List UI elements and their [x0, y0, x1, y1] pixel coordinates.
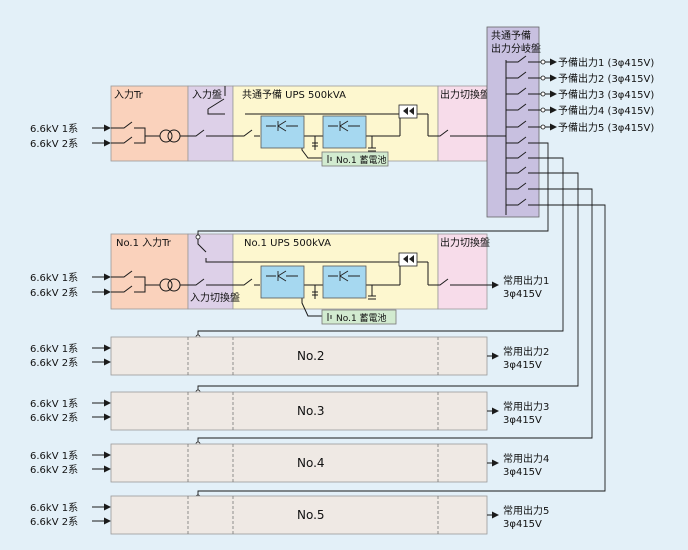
spare-output-label-5: 予備出力5 (3φ415V) — [558, 121, 654, 134]
unit-name-2: No.2 — [297, 349, 325, 363]
spare-feeder-2-label: 6.6kV 2系 — [30, 138, 78, 150]
unit-5: No.5 6.6kV 1系 6.6kV 2系 常用出力5 3φ415V — [30, 495, 549, 535]
unit-feeder-2-label: 6.6kV 2系 — [30, 412, 78, 424]
unit-4: No.4 6.6kV 1系 6.6kV 2系 常用出力4 3φ415V — [30, 443, 549, 483]
unit-ups-boxes: No.2 6.6kV 1系 6.6kV 2系 常用出力2 3φ415V No.3 6.6kV… — [30, 336, 549, 535]
no1-output-line1: 常用出力1 — [503, 274, 549, 287]
no1-input-tr-box — [110, 233, 189, 310]
no1-input-switch-box — [187, 233, 234, 310]
unit-output-line2: 3φ415V — [503, 415, 542, 426]
unit-feed-line-2 — [197, 151, 564, 337]
unit-feeder-1-label: 6.6kV 1系 — [30, 502, 78, 514]
unit-name-5: No.5 — [297, 508, 325, 522]
spare-feeder-1-label: 6.6kV 1系 — [30, 123, 78, 135]
no1-inverter-icon — [322, 265, 367, 299]
spare-distribution-board — [486, 26, 540, 218]
unit-feed-line-3 — [197, 166, 579, 392]
unit-2: No.2 6.6kV 1系 6.6kV 2系 常用出力2 3φ415V — [30, 336, 549, 376]
spare-input-tr-box — [110, 85, 189, 162]
spare-dist-label-2: 出力分岐盤 — [491, 42, 541, 55]
spare-output-label-1: 予備出力1 (3φ415V) — [558, 56, 654, 69]
spare-ups-system: 入力Tr 入力盤 共通予備 UPS 500kVA 出力切換盤 6.6kV 1系 … — [30, 26, 541, 218]
no1-ups-system: No.1 入力Tr No.1 UPS 500kVA 出力切換盤 入力切換盤 6.… — [30, 233, 549, 325]
unit-feeder-1-label: 6.6kV 1系 — [30, 343, 78, 355]
unit-output-line1: 常用出力3 — [503, 400, 549, 413]
spare-rectifier-icon — [260, 115, 305, 149]
no1-input-switch-label: 入力切換盤 — [190, 291, 240, 304]
spare-inverter-icon — [322, 115, 367, 149]
unit-box-3 — [110, 391, 488, 431]
no1-output-panel-label: 出力切換盤 — [440, 236, 490, 249]
unit-feed-line-4 — [197, 182, 593, 444]
spare-transformer-icon — [159, 129, 173, 143]
unit-feeder-1-label: 6.6kV 1系 — [30, 450, 78, 462]
no1-output-panel-box — [437, 233, 488, 310]
unit-3: No.3 6.6kV 1系 6.6kV 2系 常用出力3 3φ415V — [30, 391, 549, 431]
spare-dist-label-1: 共通予備 — [491, 29, 531, 42]
no1-feeder-1-label: 6.6kV 1系 — [30, 272, 78, 284]
unit-box-5 — [110, 495, 488, 535]
no1-input-tr-label: No.1 入力Tr — [116, 236, 172, 249]
unit-output-line2: 3φ415V — [503, 360, 542, 371]
no1-ups-label: No.1 UPS 500kVA — [244, 238, 331, 249]
spare-ups-label: 共通予備 UPS 500kVA — [242, 88, 346, 101]
no1-battery-box — [321, 309, 397, 325]
unit-output-line1: 常用出力4 — [503, 452, 549, 465]
unit-name-4: No.4 — [297, 456, 325, 470]
spare-output-panel-label: 出力切換盤 — [440, 88, 490, 101]
no1-battery-label: No.1 蓄電池 — [336, 312, 387, 324]
unit-output-line1: 常用出力2 — [503, 345, 549, 358]
spare-output-panel-box — [437, 85, 488, 162]
spare-battery-box — [321, 151, 389, 167]
spare-input-panel-label: 入力盤 — [192, 88, 222, 101]
spare-output-branches: 予備出力1 (3φ415V) 予備出力2 (3φ415V) 予備出力3 (3φ415… — [487, 55, 654, 137]
no1-rectifier-icon — [260, 265, 305, 299]
no1-transformer-icon — [159, 278, 173, 292]
no1-output-line2: 3φ415V — [503, 289, 542, 300]
unit-name-3: No.3 — [297, 404, 325, 418]
unit-feeder-2-label: 6.6kV 2系 — [30, 464, 78, 476]
unit-feeder-2-label: 6.6kV 2系 — [30, 357, 78, 369]
no1-feeder-2-label: 6.6kV 2系 — [30, 287, 78, 299]
spare-input-panel-box — [187, 85, 234, 162]
unit-box-2 — [110, 336, 488, 376]
spare-input-tr-label: 入力Tr — [114, 88, 144, 101]
unit-output-line1: 常用出力5 — [503, 504, 549, 517]
unit-output-line2: 3φ415V — [503, 467, 542, 478]
unit-feeder-1-label: 6.6kV 1系 — [30, 398, 78, 410]
unit-feeder-2-label: 6.6kV 2系 — [30, 516, 78, 528]
unit-feed-line-5 — [197, 198, 606, 497]
unit-output-line2: 3φ415V — [503, 519, 542, 530]
unit-feed-line-1 — [197, 136, 549, 237]
spare-output-label-2: 予備出力2 (3φ415V) — [558, 72, 654, 85]
spare-battery-label: No.1 蓄電池 — [336, 154, 387, 166]
spare-output-label-3: 予備出力3 (3φ415V) — [558, 88, 654, 101]
unit-box-4 — [110, 443, 488, 483]
spare-output-label-4: 予備出力4 (3φ415V) — [558, 104, 654, 117]
